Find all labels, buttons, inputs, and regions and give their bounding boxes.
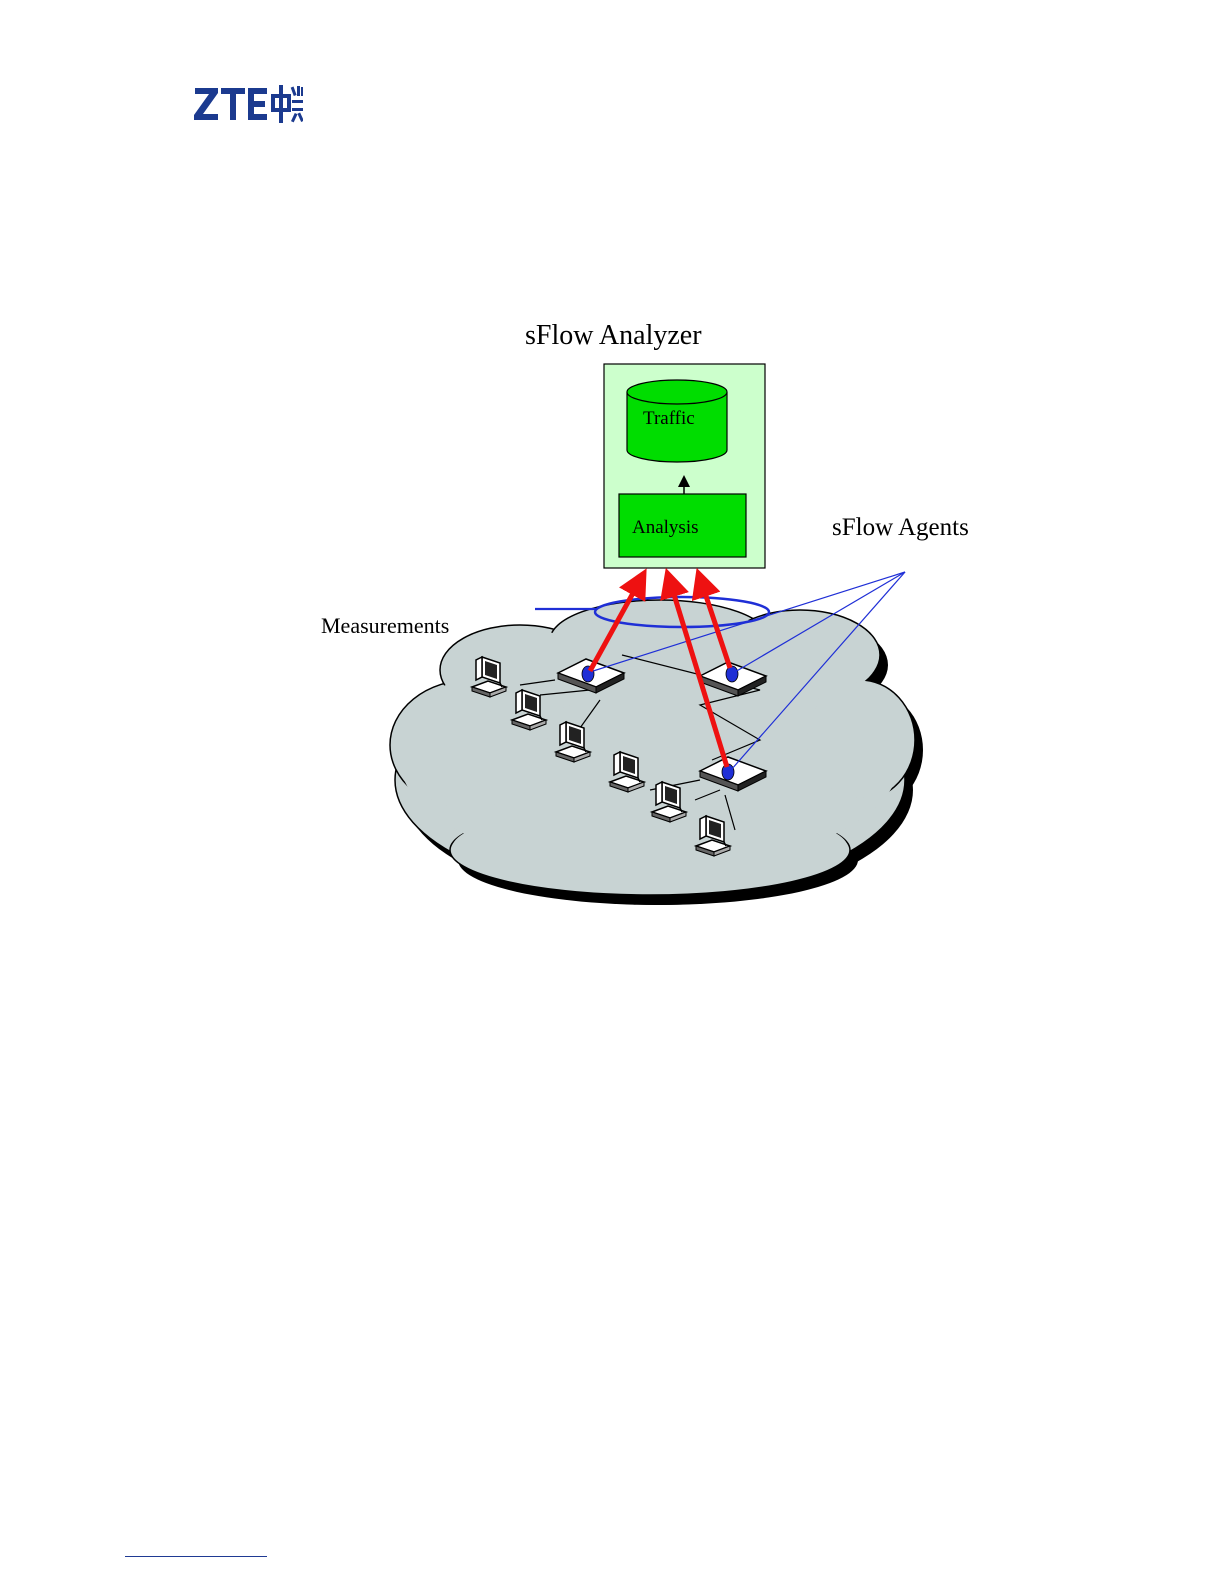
- sflow-diagram: Traffic Analysis sFlow Analyzer sFlow Ag…: [0, 0, 1224, 1000]
- analysis-label: Analysis: [632, 517, 699, 538]
- measurements-label: Measurements: [321, 613, 449, 638]
- traffic-label: Traffic: [643, 408, 695, 429]
- footnote-separator: [125, 1556, 267, 1557]
- agents-label: sFlow Agents: [832, 514, 969, 541]
- analyzer-title: sFlow Analyzer: [525, 320, 702, 351]
